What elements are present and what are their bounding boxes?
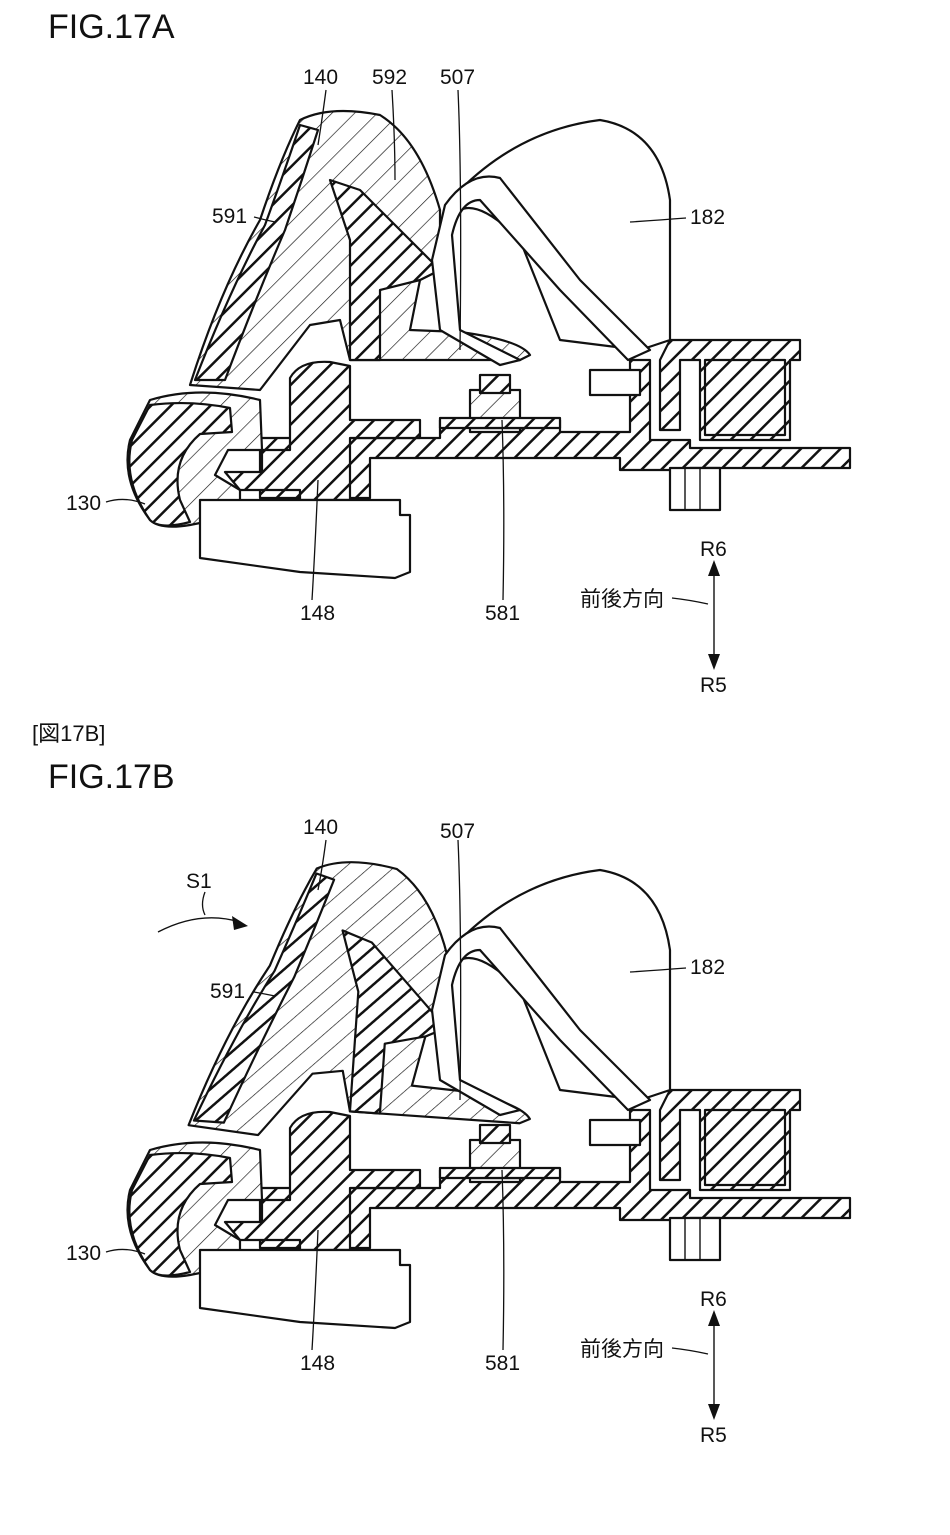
label-507: 507 bbox=[440, 66, 475, 89]
label-148: 148 bbox=[300, 1352, 335, 1375]
figure-a-title: FIG.17A bbox=[48, 8, 175, 46]
label-r5: R5 bbox=[700, 674, 727, 697]
s1-arrow bbox=[157, 917, 241, 933]
figure-b-drawing: 140 507 S1 591 182 130 148 581 R6 R5 前後方… bbox=[66, 816, 852, 1447]
part-130-inner bbox=[128, 1152, 234, 1277]
label-581: 581 bbox=[485, 602, 520, 625]
label-592: 592 bbox=[372, 66, 407, 89]
label-s1: S1 bbox=[186, 870, 212, 893]
label-direction: 前後方向 bbox=[580, 588, 664, 611]
figure-b-title: FIG.17B bbox=[48, 758, 175, 796]
label-130: 130 bbox=[66, 492, 101, 515]
part-130-inner bbox=[128, 402, 234, 527]
label-581: 581 bbox=[485, 1352, 520, 1375]
part-182 bbox=[458, 868, 672, 1102]
figure-a-drawing: 140 592 507 591 182 130 148 581 R6 R5 前後… bbox=[66, 66, 852, 697]
part-148 bbox=[223, 1110, 422, 1252]
part-591-border bbox=[193, 123, 320, 382]
part-182 bbox=[458, 118, 672, 352]
label-direction: 前後方向 bbox=[580, 1338, 664, 1361]
label-r5: R5 bbox=[700, 1424, 727, 1447]
part-591-border bbox=[192, 872, 336, 1124]
figure-b-caption: [図17B] bbox=[32, 721, 106, 746]
label-507: 507 bbox=[440, 820, 475, 843]
part-148 bbox=[223, 360, 422, 502]
label-130: 130 bbox=[66, 1242, 101, 1265]
label-591: 591 bbox=[212, 205, 247, 228]
lower-cover bbox=[198, 1248, 412, 1330]
label-182: 182 bbox=[690, 206, 725, 229]
label-591: 591 bbox=[210, 980, 245, 1003]
label-148: 148 bbox=[300, 602, 335, 625]
label-r6: R6 bbox=[700, 1288, 727, 1311]
label-140: 140 bbox=[303, 816, 338, 839]
label-140: 140 bbox=[303, 66, 338, 89]
lower-cover bbox=[198, 498, 412, 580]
label-182: 182 bbox=[690, 956, 725, 979]
label-r6: R6 bbox=[700, 538, 727, 561]
